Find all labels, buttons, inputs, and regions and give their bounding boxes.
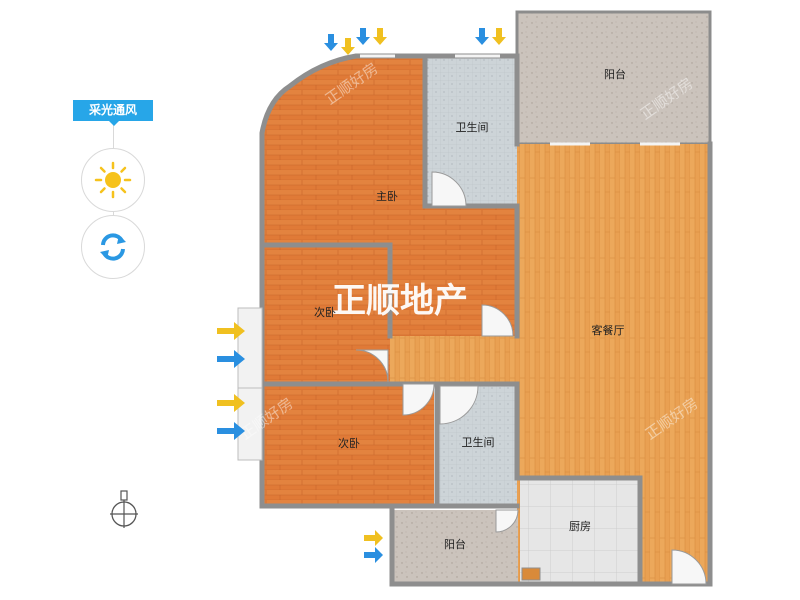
- corridor-floor: [390, 336, 517, 382]
- legend-title: 采光通风: [73, 100, 153, 126]
- room-label-bathroom-bottom: 卫生间: [462, 435, 495, 449]
- room-label-living-dining: 客餐厅: [592, 323, 625, 337]
- airflow-arrows-left: [217, 322, 245, 440]
- room-label-master-bedroom: 主卧: [376, 190, 398, 203]
- lighting-button[interactable]: [81, 148, 145, 212]
- airflow-arrows-bottom: [364, 530, 383, 563]
- ventilation-cycle-icon: [100, 233, 126, 261]
- sun-icon: [94, 161, 132, 199]
- airflow-arrows-top: [324, 28, 506, 55]
- bedroom-middle-floor: [262, 245, 390, 382]
- room-label-balcony-top: 阳台: [604, 67, 626, 81]
- room-label-bedroom-middle: 次卧: [314, 305, 336, 319]
- compass-north-icon: [110, 490, 138, 528]
- room-label-kitchen: 厨房: [569, 520, 591, 533]
- kitchen-floor: [520, 478, 640, 583]
- master-bedroom-floor: [262, 56, 517, 336]
- room-label-bathroom-top: 卫生间: [456, 120, 489, 134]
- ventilation-button[interactable]: [81, 215, 145, 279]
- room-label-balcony-bottom: 阳台: [444, 537, 466, 551]
- watermark-main: 正顺地产: [332, 281, 468, 321]
- room-label-bedroom-bottom: 次卧: [338, 436, 360, 450]
